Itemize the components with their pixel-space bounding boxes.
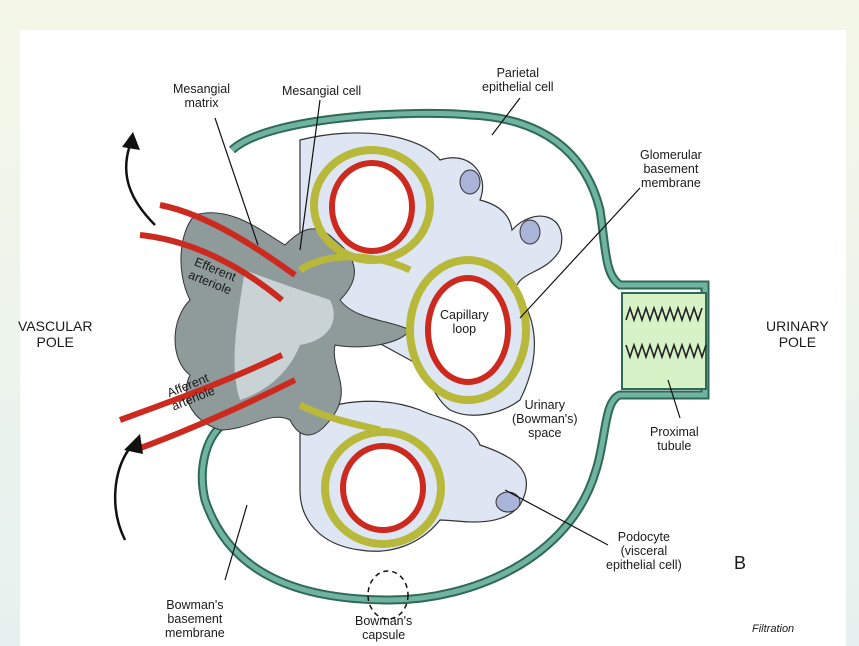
label-parietal-cell: Parietal epithelial cell [482,66,554,94]
afferent-flow-arrow [115,445,132,540]
label-mesangial-matrix: Mesangial matrix [173,82,230,110]
label-panel-b: B [734,553,746,573]
podocyte-nucleus-3 [496,492,520,512]
label-mesangial-cell: Mesangial cell [282,84,361,98]
podocyte-nucleus-1 [460,170,480,194]
label-filtration: Filtration [752,622,794,636]
podocyte-nucleus-2 [520,220,540,244]
capillary-loop-bottom [325,432,441,544]
label-urinary-pole: URINARY POLE [766,318,829,350]
label-bowmans-capsule: Bowman's capsule [355,614,412,642]
efferent-arrowhead [122,132,140,150]
label-podocyte: Podocyte (visceral epithelial cell) [606,530,682,572]
label-urinary-space: Urinary (Bowman's) space [512,398,578,440]
label-proximal-tubule: Proximal tubule [650,425,699,453]
efferent-flow-arrow [126,145,155,225]
label-vascular-pole: VASCULAR POLE [18,318,92,350]
capillary-loop-top [314,150,430,260]
label-bowmans-basement-membrane: Bowman's basement membrane [165,598,225,640]
label-capillary-loop: Capillary loop [440,308,489,336]
label-gbm: Glomerular basement membrane [640,148,702,190]
bowmans-capsule-marker [368,571,408,619]
